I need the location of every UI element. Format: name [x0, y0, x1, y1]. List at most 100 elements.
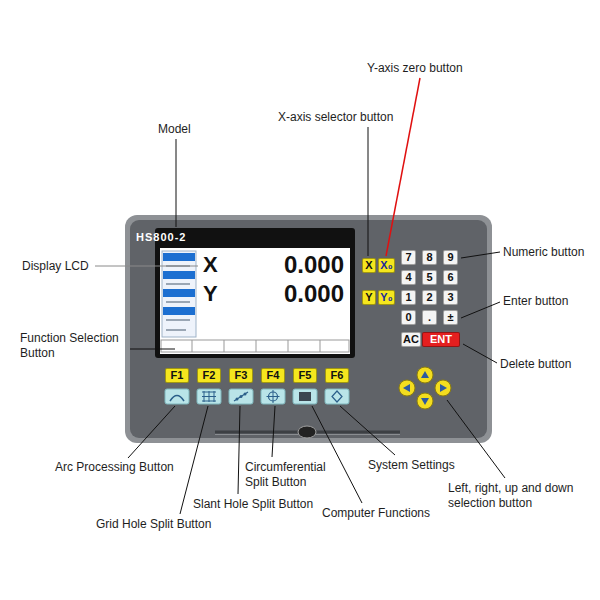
key-label: F1: [171, 368, 184, 383]
axis-key: Y: [362, 290, 376, 305]
menu-item: [166, 329, 186, 331]
icon-key: [197, 389, 221, 404]
key-label: ENT: [430, 332, 452, 347]
arrow-down: [421, 398, 429, 405]
key-label: 8: [426, 250, 432, 265]
softkey-divider: [256, 340, 257, 352]
settings-icon: [332, 391, 342, 402]
key-label: 2: [426, 290, 432, 305]
model-name: HS800-2: [136, 231, 186, 243]
slant-icon: [240, 395, 243, 398]
slant-icon: [236, 398, 239, 401]
key-label: 5: [426, 270, 432, 285]
key-label: 9: [447, 250, 453, 265]
callout-label: Function Selection Button: [20, 331, 135, 361]
callout-label: Left, right, up and down selection butto…: [448, 481, 594, 511]
numeric-key: 6: [443, 270, 458, 285]
arrow-left: [403, 384, 410, 392]
key-label: Y: [365, 290, 372, 305]
numeric-key: 4: [401, 270, 416, 285]
function-key: F4: [261, 368, 285, 383]
key-label: 0: [405, 310, 411, 325]
key-label: X₀: [380, 258, 392, 273]
icon-key: [293, 389, 317, 404]
numeric-key: 3: [443, 290, 458, 305]
logo-badge: [298, 426, 316, 438]
leader-line: [386, 78, 420, 256]
arrow-key: [399, 380, 415, 396]
function-key: F5: [293, 368, 317, 383]
leader-line: [340, 406, 395, 455]
key-label: AC: [403, 332, 419, 347]
leader-line: [461, 302, 500, 318]
numeric-key: 0: [401, 310, 416, 325]
function-key: F6: [325, 368, 349, 383]
leader-line: [176, 139, 177, 227]
function-key: F1: [165, 368, 189, 383]
enter-key: ENT: [422, 332, 460, 347]
circle-icon: [267, 390, 280, 403]
key-label: X: [365, 258, 372, 273]
numeric-key: 8: [422, 250, 437, 265]
leader-line: [238, 406, 240, 494]
arc-icon: [170, 396, 184, 402]
axis-reading: 0.000: [284, 281, 344, 307]
computer-icon: [299, 392, 311, 401]
key-label: F2: [203, 368, 216, 383]
leader-line: [461, 252, 500, 258]
icon-key: [229, 389, 253, 404]
callout-label: Computer Functions: [322, 506, 452, 521]
screen-bezel: [155, 228, 355, 358]
callout-label: Slant Hole Split Button: [193, 497, 343, 512]
leader-line: [128, 406, 175, 458]
softkey-divider: [288, 340, 289, 352]
key-label: 3: [447, 290, 453, 305]
key-label: 7: [405, 250, 411, 265]
callout-label: Display LCD: [22, 259, 112, 274]
numeric-key: .: [422, 310, 437, 325]
callout-label: Numeric button: [503, 245, 595, 260]
icon-key: [325, 389, 349, 404]
softkey-divider: [192, 340, 193, 352]
housing-frame: [125, 215, 492, 443]
numeric-key: 7: [401, 250, 416, 265]
callout-label: Circumferential Split Button: [245, 460, 345, 490]
key-label: F6: [331, 368, 344, 383]
leader-line: [130, 349, 175, 350]
callout-label: Delete button: [500, 357, 592, 372]
lcd-screen: X0.000Y0.000: [160, 248, 350, 354]
key-label: Y₀: [380, 290, 392, 305]
arrow-up: [421, 371, 429, 378]
leader-line: [272, 406, 275, 457]
leader-line: [368, 127, 369, 256]
numeric-key: ±: [443, 310, 458, 325]
numeric-key: 9: [443, 250, 458, 265]
icon-key: [261, 389, 285, 404]
function-key: F3: [229, 368, 253, 383]
callout-label: Y-axis zero button: [367, 61, 497, 76]
icon-key: [165, 389, 189, 404]
softkey-strip: [161, 340, 349, 352]
leader-line: [463, 344, 497, 363]
arrow-key: [417, 367, 433, 383]
key-label: ±: [447, 310, 453, 325]
menu-sidebar: [162, 251, 196, 337]
menu-item: [163, 271, 195, 279]
slant-icon: [234, 392, 248, 401]
key-label: F4: [267, 368, 280, 383]
function-key: F2: [197, 368, 221, 383]
key-label: F5: [299, 368, 312, 383]
numeric-key: 1: [401, 290, 416, 305]
menu-item: [163, 307, 195, 315]
softkey-divider: [320, 340, 321, 352]
axis-letter: Y: [203, 282, 218, 306]
numeric-key: 5: [422, 270, 437, 285]
key-label: .: [428, 310, 431, 325]
leader-line: [312, 406, 362, 503]
axis-reading: 0.000: [284, 252, 344, 278]
softkey-divider: [224, 340, 225, 352]
arrow-right: [440, 384, 447, 392]
key-label: F3: [235, 368, 248, 383]
zero-key: X₀: [378, 258, 395, 273]
leader-line: [95, 266, 198, 267]
